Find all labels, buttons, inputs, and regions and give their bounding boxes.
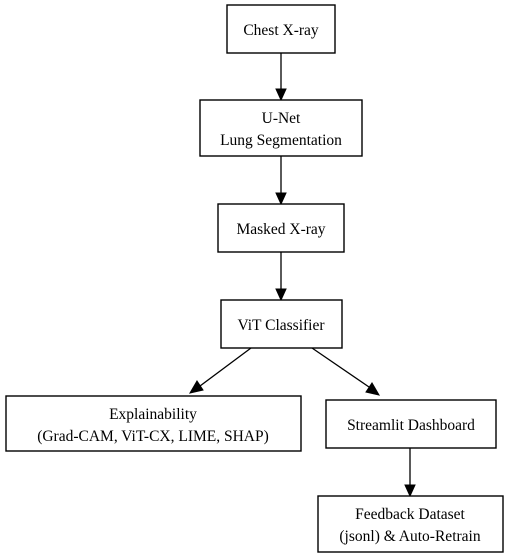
edge-vit-to-explainability bbox=[199, 347, 252, 387]
arrowhead-dashboard-to-feedback bbox=[404, 484, 416, 498]
node-vit-classifier-label: ViT Classifier bbox=[237, 317, 325, 334]
node-chest-xray: Chest X-ray bbox=[226, 4, 336, 54]
arrowhead-unet-to-masked bbox=[275, 192, 287, 206]
node-masked-xray-box bbox=[217, 203, 345, 253]
node-vit-classifier-box bbox=[220, 299, 343, 349]
arrowhead-masked-to-vit bbox=[275, 288, 287, 302]
node-feedback-dataset-box bbox=[317, 495, 504, 553]
node-unet-box bbox=[199, 99, 363, 157]
node-streamlit-dashboard-box bbox=[325, 399, 497, 449]
node-unet-label-line1: U-Net bbox=[262, 110, 301, 127]
node-explainability-box bbox=[5, 395, 302, 452]
node-chest-xray-box bbox=[226, 4, 336, 54]
node-explainability: Explainability (Grad-CAM, ViT-CX, LIME, … bbox=[5, 395, 302, 452]
node-feedback-dataset: Feedback Dataset (jsonl) & Auto-Retrain bbox=[317, 495, 504, 553]
node-explainability-label-line1: Explainability bbox=[109, 406, 197, 423]
node-feedback-dataset-label-line1: Feedback Dataset bbox=[355, 506, 465, 523]
node-chest-xray-label: Chest X-ray bbox=[243, 22, 319, 39]
node-streamlit-dashboard-label: Streamlit Dashboard bbox=[347, 417, 475, 434]
node-unet: U-Net Lung Segmentation bbox=[199, 99, 363, 157]
arrowhead-chest-to-unet bbox=[275, 88, 287, 102]
node-masked-xray: Masked X-ray bbox=[217, 203, 345, 253]
node-masked-xray-label: Masked X-ray bbox=[236, 221, 325, 238]
arrowhead-vit-to-explainability bbox=[188, 380, 204, 394]
edges bbox=[188, 53, 416, 498]
node-feedback-dataset-label-line2: (jsonl) & Auto-Retrain bbox=[339, 528, 480, 545]
node-streamlit-dashboard: Streamlit Dashboard bbox=[325, 399, 497, 449]
node-unet-label-line2: Lung Segmentation bbox=[220, 132, 342, 149]
node-explainability-label-line2: (Grad-CAM, ViT-CX, LIME, SHAP) bbox=[37, 428, 269, 445]
arrowhead-vit-to-dashboard bbox=[365, 382, 381, 396]
edge-vit-to-dashboard bbox=[311, 347, 370, 388]
node-vit-classifier: ViT Classifier bbox=[220, 299, 343, 349]
